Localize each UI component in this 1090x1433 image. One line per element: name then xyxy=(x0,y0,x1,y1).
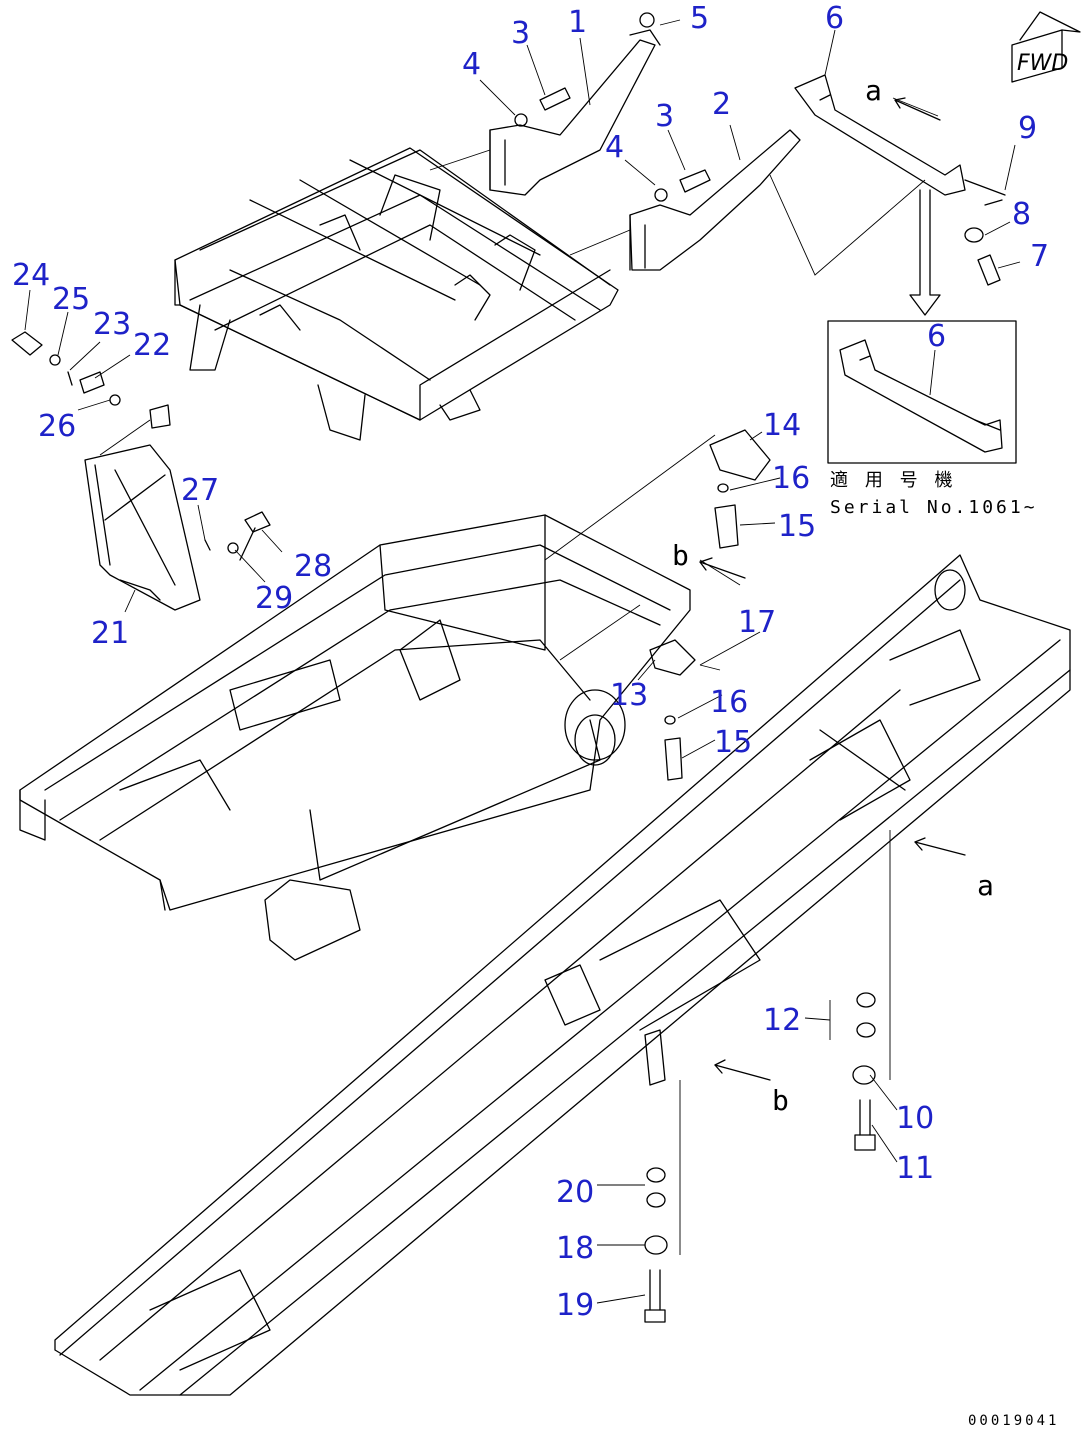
leader-lines xyxy=(24,19,1021,1304)
part-number-14: 14 xyxy=(763,408,801,443)
drawing-code: 00019041 xyxy=(968,1413,1059,1429)
part-number-22: 22 xyxy=(133,328,171,363)
part-number-10: 10 xyxy=(896,1101,934,1136)
bracket-part-14 xyxy=(709,429,771,549)
fwd-badge: FWD xyxy=(1011,11,1081,83)
view-callout-a-top: a xyxy=(865,74,882,107)
bolt-stack-18-20 xyxy=(644,1167,668,1323)
bolt-stack-10-12 xyxy=(829,992,876,1151)
part-number-25: 25 xyxy=(52,282,90,317)
part-number-6-inset: 6 xyxy=(927,319,946,354)
part-number-3-lower: 3 xyxy=(655,99,674,134)
part-number-24: 24 xyxy=(12,258,50,293)
view-callout-b-bottom: b xyxy=(772,1084,789,1117)
chassis-frame xyxy=(54,554,1071,1396)
inset-arrow xyxy=(909,189,941,316)
part-number-9: 9 xyxy=(1018,111,1037,146)
rod-part-6 xyxy=(794,74,1006,286)
part-number-13: 13 xyxy=(610,678,648,713)
part-number-8: 8 xyxy=(1012,197,1031,232)
part-number-16-lower: 16 xyxy=(710,685,748,720)
part-number-20: 20 xyxy=(556,1175,594,1210)
part-number-4-upper: 4 xyxy=(462,47,481,82)
bracket-part-13 xyxy=(649,639,721,781)
upper-subframe xyxy=(174,147,619,441)
part-number-11: 11 xyxy=(896,1151,934,1186)
part-number-23: 23 xyxy=(93,307,131,342)
part-number-17: 17 xyxy=(738,605,776,640)
view-arrows xyxy=(699,97,966,1081)
part-number-6-main: 6 xyxy=(825,1,844,36)
part-number-15-upper: 15 xyxy=(778,509,816,544)
pin-set-22-26 xyxy=(11,331,121,406)
main-frame xyxy=(19,434,741,961)
part-number-21: 21 xyxy=(91,616,129,651)
part-number-19: 19 xyxy=(556,1288,594,1323)
part-number-7: 7 xyxy=(1030,239,1049,274)
part-number-16-upper: 16 xyxy=(772,461,810,496)
serial-label-jp: 適 用 号 機 xyxy=(830,470,956,491)
part-number-28: 28 xyxy=(294,549,332,584)
part-number-2: 2 xyxy=(712,87,731,122)
part-number-27: 27 xyxy=(181,473,219,508)
view-callout-b-top: b xyxy=(672,539,689,572)
part-number-5: 5 xyxy=(690,1,709,36)
arm-part-1 xyxy=(429,12,661,196)
part-number-4-lower: 4 xyxy=(605,130,624,165)
part-number-1: 1 xyxy=(568,5,587,40)
part-number-29: 29 xyxy=(255,581,293,616)
arm-part-2 xyxy=(569,129,926,276)
bracket-part-21 xyxy=(84,404,201,611)
part-number-18: 18 xyxy=(556,1231,594,1266)
part-number-26: 26 xyxy=(38,409,76,444)
serial-text: Serial No.1061~ xyxy=(830,497,1038,518)
part-number-12: 12 xyxy=(763,1003,801,1038)
part-number-15-lower: 15 xyxy=(714,725,752,760)
view-callout-a-bottom: a xyxy=(977,869,994,902)
fwd-label: FWD xyxy=(1017,51,1068,76)
bolt-set-27-29 xyxy=(204,511,271,561)
part-number-3-upper: 3 xyxy=(511,16,530,51)
serial-inset: 適 用 号 機 Serial No.1061~ xyxy=(827,320,1038,518)
